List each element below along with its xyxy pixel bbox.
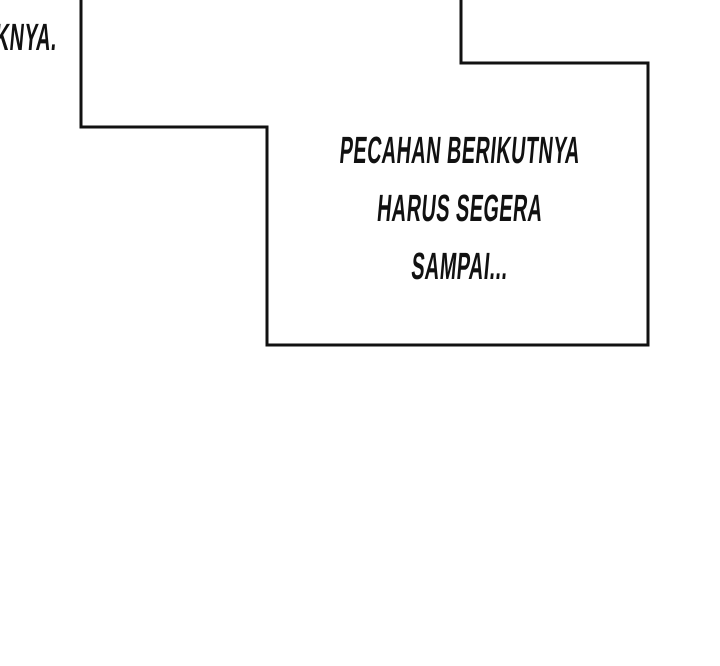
caption-line: SAMPAI...: [409, 246, 511, 288]
caption-line: HARUS SEGERA: [375, 188, 545, 230]
caption-line: PECAHAN BERIKUTNYA: [337, 130, 583, 172]
caption-line: SEENAKNYA.: [0, 17, 60, 59]
